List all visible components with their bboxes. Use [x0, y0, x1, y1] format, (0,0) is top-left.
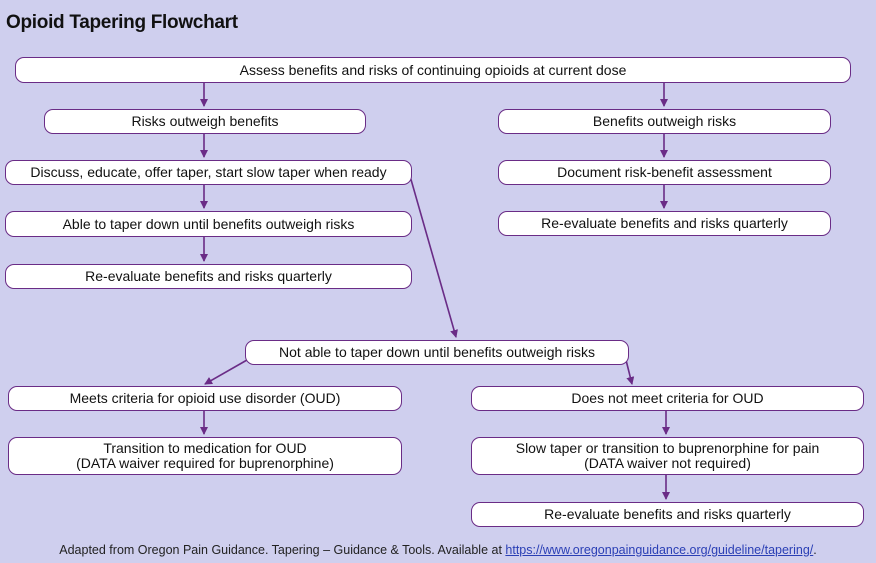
footer-link[interactable]: https://www.oregonpainguidance.org/guide… [505, 543, 814, 557]
node-able-taper: Able to taper down until benefits outwei… [5, 211, 412, 237]
node-benefits-outweigh: Benefits outweigh risks [498, 109, 831, 134]
slow-taper-line1: Slow taper or transition to buprenorphin… [515, 440, 820, 456]
node-reeval-right: Re-evaluate benefits and risks quarterly [498, 211, 831, 236]
transition-line1: Transition to medication for OUD [103, 440, 307, 456]
node-assess: Assess benefits and risks of continuing … [15, 57, 851, 83]
node-reeval-bottom: Re-evaluate benefits and risks quarterly [471, 502, 864, 527]
slow-taper-line2: (DATA waiver not required) [584, 455, 751, 471]
arrow-discuss-to-not-able [409, 175, 458, 338]
node-transition-oud: Transition to medication for OUD (DATA w… [8, 437, 402, 475]
footer-end: . [813, 543, 817, 557]
node-reeval-left: Re-evaluate benefits and risks quarterly [5, 264, 412, 289]
footer-text: Adapted from Oregon Pain Guidance. Taper… [59, 543, 506, 557]
node-meets-oud: Meets criteria for opioid use disorder (… [8, 386, 402, 411]
arrow-not-able-to-not-meet [625, 359, 635, 385]
arrow-not-able-to-meets [204, 359, 248, 385]
node-not-meet-oud: Does not meet criteria for OUD [471, 386, 864, 411]
page-title: Opioid Tapering Flowchart [6, 12, 238, 33]
footer-citation: Adapted from Oregon Pain Guidance. Taper… [0, 543, 876, 557]
transition-line2: (DATA waiver required for buprenorphine) [76, 455, 334, 471]
node-not-able: Not able to taper down until benefits ou… [245, 340, 629, 365]
node-document: Document risk-benefit assessment [498, 160, 831, 185]
node-slow-taper: Slow taper or transition to buprenorphin… [471, 437, 864, 475]
node-discuss: Discuss, educate, offer taper, start slo… [5, 160, 412, 185]
node-risks-outweigh: Risks outweigh benefits [44, 109, 366, 134]
